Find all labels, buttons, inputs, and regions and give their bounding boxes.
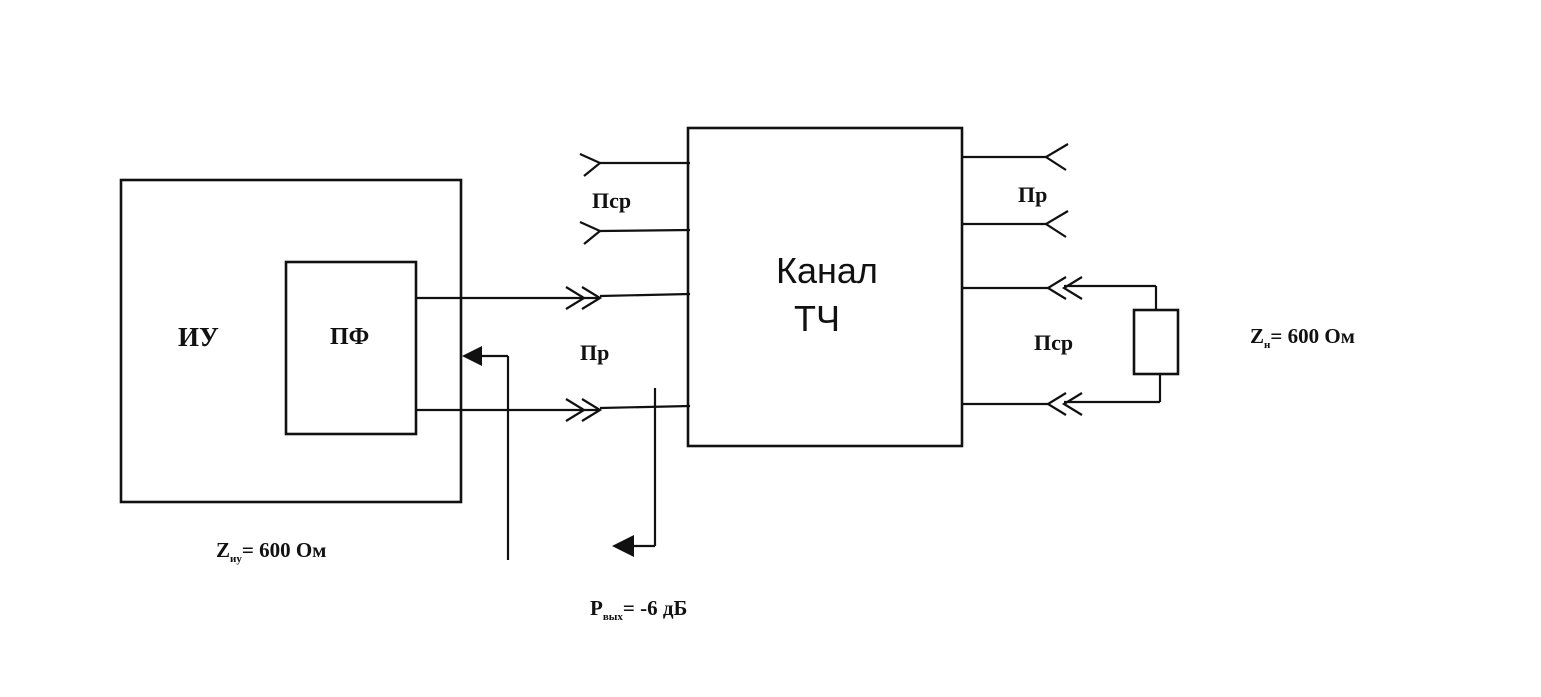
right-port-upper-label: Пр xyxy=(1018,182,1048,207)
channel-label-line2: ТЧ xyxy=(794,298,840,339)
left-port-lower-label: Пр xyxy=(580,340,610,365)
filter-box-frame xyxy=(284,260,418,436)
source-box-frame xyxy=(119,178,463,504)
load-impedance-value: = 600 Ом xyxy=(1270,324,1355,348)
left-port-upper-1 xyxy=(579,152,690,177)
source-impedance-label: Zиу= 600 Ом xyxy=(216,538,326,565)
filter-output-lower-line xyxy=(416,398,691,422)
source-impedance-pointer xyxy=(462,346,510,560)
right-port-upper-2 xyxy=(962,210,1069,238)
left-port-upper-2 xyxy=(579,220,691,245)
load-impedance-subscript: н xyxy=(1264,339,1271,352)
source-impedance-symbol: Z xyxy=(216,538,231,562)
source-impedance-subscript: иу xyxy=(230,553,242,566)
right-port-lower-2 xyxy=(962,374,1162,416)
right-port-lower-1 xyxy=(962,276,1158,310)
output-level-subscript: вых xyxy=(602,611,623,624)
right-port-lower-label: Пср xyxy=(1034,330,1074,355)
left-port-upper-label: Пср xyxy=(592,188,632,213)
output-level-label: Pвых= -6 дБ xyxy=(590,596,687,623)
source-impedance-value: = 600 Ом xyxy=(241,538,327,562)
load-impedance-symbol: Z xyxy=(1250,324,1265,348)
filter-box-label: ПФ xyxy=(330,324,370,350)
filter-output-upper-line xyxy=(416,286,691,310)
output-level-value: = -6 дБ xyxy=(622,596,688,620)
source-box-label: ИУ xyxy=(178,322,219,352)
load-resistor xyxy=(1132,308,1180,376)
channel-label-line1: Канал xyxy=(776,250,878,291)
right-port-upper-1 xyxy=(962,143,1069,171)
load-impedance-label: Zн= 600 Ом xyxy=(1250,324,1355,351)
output-level-symbol: P xyxy=(590,596,603,620)
output-level-pointer xyxy=(612,388,657,557)
